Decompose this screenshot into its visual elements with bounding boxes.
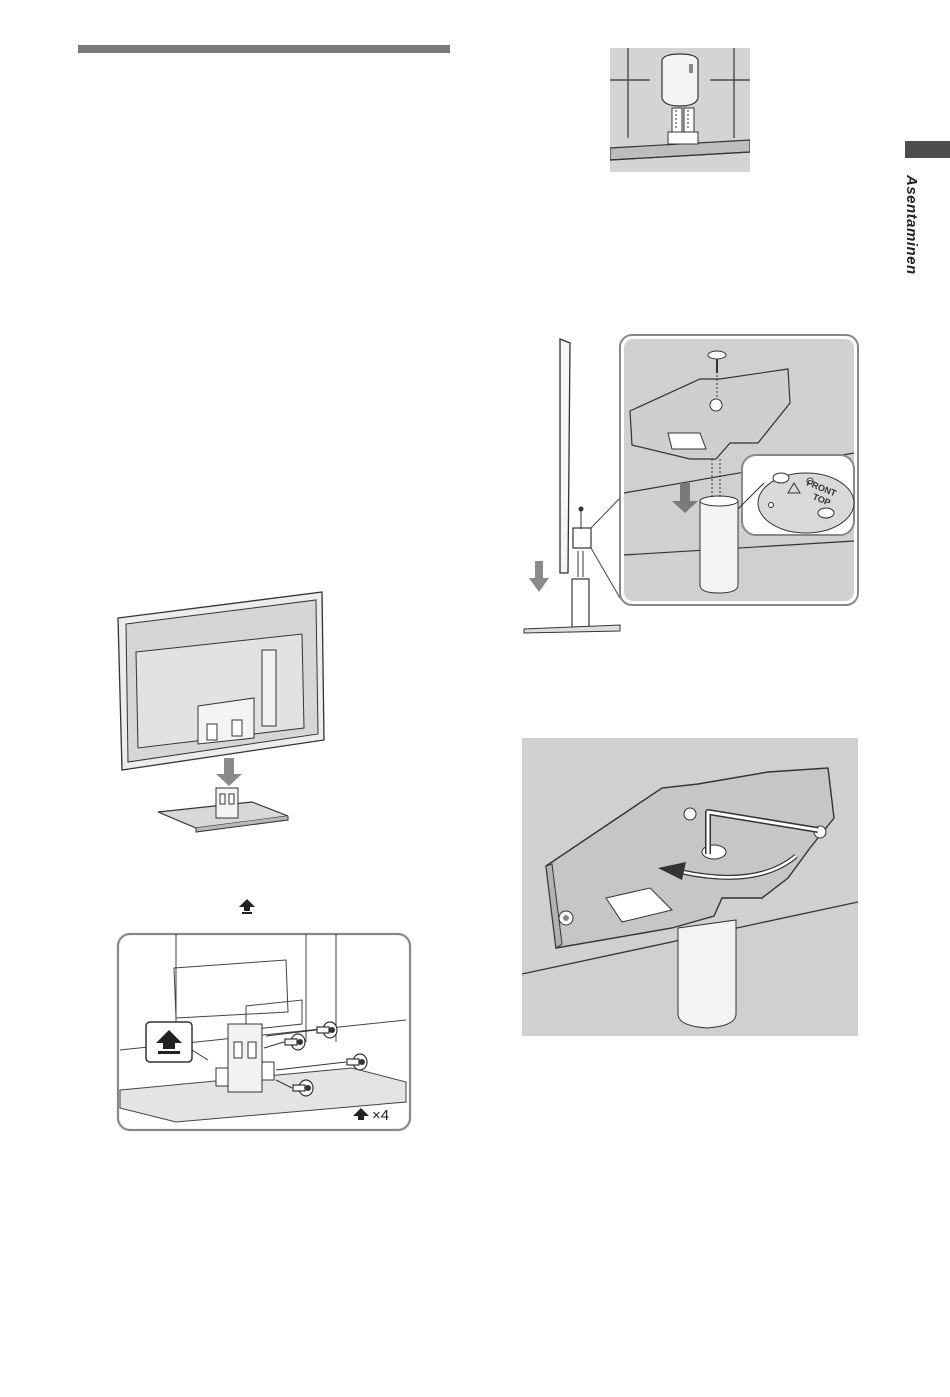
section-header-bar (78, 45, 450, 53)
screw-detail-figure: ×4 (116, 932, 412, 1132)
cover-attach-figure (610, 48, 750, 172)
hex-wrench-figure (522, 738, 858, 1036)
chapter-tab-label: Asentaminen (903, 175, 920, 275)
screw-count-label: ×4 (372, 1107, 389, 1124)
chapter-tab-label-container: Asentaminen (903, 175, 931, 290)
stand-lock-figure: FRONT TOP (520, 333, 860, 638)
chapter-tab-marker (905, 141, 950, 158)
tv-on-stand-figure (112, 588, 334, 836)
screw-up-arrow-icon (237, 897, 257, 917)
